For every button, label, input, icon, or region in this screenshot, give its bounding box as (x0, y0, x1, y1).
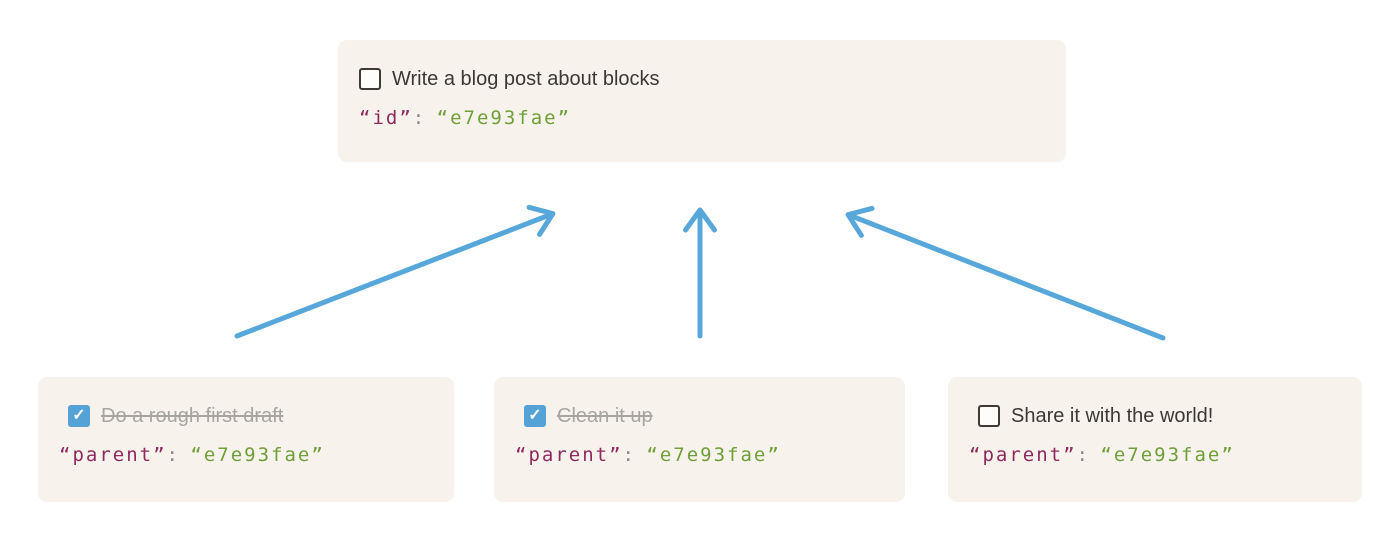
json-code-line: “parent”: “e7e93fae” (515, 444, 881, 466)
parent-task-card: Write a blog post about blocks “id”: “e7e… (338, 40, 1066, 162)
json-colon: : (412, 107, 427, 129)
json-code-line: “id”: “e7e93fae” (359, 107, 1042, 129)
checkbox-checked-icon[interactable]: ✓ (68, 405, 90, 427)
task-label: Do a rough first draft (101, 404, 284, 427)
child-task-card-draft: ✓ Do a rough first draft “parent”: “e7e93… (38, 377, 454, 502)
task-row: ✓ Do a rough first draft (68, 404, 430, 428)
child-task-card-share: Share it with the world! “parent”: “e7e93… (948, 377, 1362, 502)
json-colon: : (166, 444, 180, 466)
task-label: Clean it up (557, 404, 653, 427)
json-value: “e7e93fae” (1100, 444, 1235, 466)
checkbox-unchecked-icon[interactable] (359, 68, 381, 90)
arrow-right-child-to-parent (845, 205, 1166, 341)
json-code-line: “parent”: “e7e93fae” (59, 444, 430, 466)
json-key: “id” (359, 107, 413, 129)
json-value: “e7e93fae” (190, 444, 325, 466)
json-value: “e7e93fae” (646, 444, 781, 466)
json-value: “e7e93fae” (436, 107, 572, 129)
child-task-card-cleanup: ✓ Clean it up “parent”: “e7e93fae” (494, 377, 905, 502)
json-key: “parent” (515, 444, 623, 466)
arrow-left-child-to-parent (234, 204, 556, 339)
checkbox-unchecked-icon[interactable] (978, 405, 1000, 427)
task-row: ✓ Clean it up (524, 404, 881, 428)
task-label: Write a blog post about blocks (392, 67, 660, 90)
task-label: Share it with the world! (1011, 404, 1214, 427)
json-code-line: “parent”: “e7e93fae” (969, 444, 1338, 466)
json-key: “parent” (59, 444, 167, 466)
task-row: Write a blog post about blocks (359, 67, 1042, 91)
json-key: “parent” (969, 444, 1077, 466)
json-colon: : (1076, 444, 1090, 466)
task-row: Share it with the world! (978, 404, 1338, 428)
checkbox-checked-icon[interactable]: ✓ (524, 405, 546, 427)
json-colon: : (622, 444, 636, 466)
